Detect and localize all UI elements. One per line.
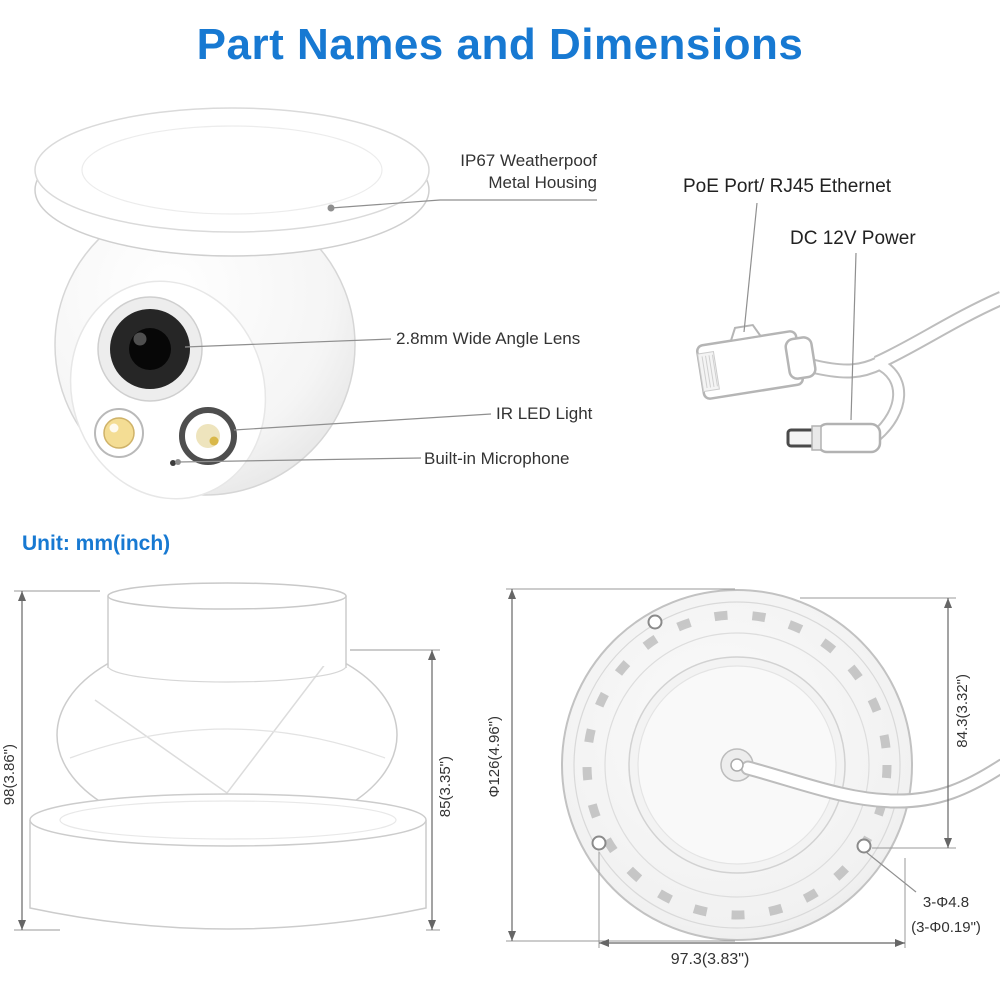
- dim-mount-hole-spec-line1: 3-Φ4.8: [922, 894, 970, 911]
- unit-note: Unit: mm(inch): [22, 532, 171, 555]
- dim-side-body-height: 85(3.35"): [437, 756, 454, 818]
- dim-mount-hole-width: 97.3(3.83"): [670, 951, 750, 968]
- camera-side-view: [29, 582, 427, 930]
- dim-mount-hole-spec-line2: (3-Φ0.19"): [911, 919, 981, 936]
- mount-hole: [647, 614, 663, 630]
- lens: [97, 296, 203, 402]
- microphone-hole: [170, 460, 176, 466]
- cable-assembly: [696, 291, 1000, 454]
- callout-poe-port: PoE Port/ RJ45 Ethernet: [683, 176, 892, 197]
- callout-housing-line1: IP67 Weatherpoof: [460, 151, 597, 170]
- dim-side-total-height: 98(3.86"): [1, 744, 18, 806]
- rj45-connector: [696, 323, 817, 400]
- dim-mount-hole-height: 84.3(3.32"): [954, 674, 971, 748]
- callout-housing-line2: Metal Housing: [488, 173, 597, 192]
- callout-lines: [175, 199, 857, 465]
- side-view-dimensions: [14, 590, 440, 931]
- callout-housing: IP67 Weatherpoof Metal Housing: [345, 150, 597, 194]
- camera-three-quarter-view: [34, 107, 430, 500]
- callout-microphone: Built-in Microphone: [424, 449, 570, 468]
- ir-led-left: [94, 408, 144, 458]
- bottom-view-dimensions: [506, 588, 956, 948]
- callout-lens: 2.8mm Wide Angle Lens: [396, 329, 581, 348]
- dc-jack: [786, 422, 882, 454]
- dim-base-diameter: Φ126(4.96"): [486, 716, 503, 798]
- dim-mount-hole-spec: 3-Φ4.8 (3-Φ0.19"): [893, 890, 999, 940]
- callout-dc-power: DC 12V Power: [790, 228, 916, 249]
- callout-ir-led: IR LED Light: [496, 404, 593, 423]
- mount-hole: [591, 835, 607, 851]
- page-title: Part Names and Dimensions: [196, 20, 804, 69]
- camera-bottom-view: [561, 589, 1000, 941]
- ir-led-right: [179, 407, 237, 465]
- mount-hole: [856, 838, 872, 854]
